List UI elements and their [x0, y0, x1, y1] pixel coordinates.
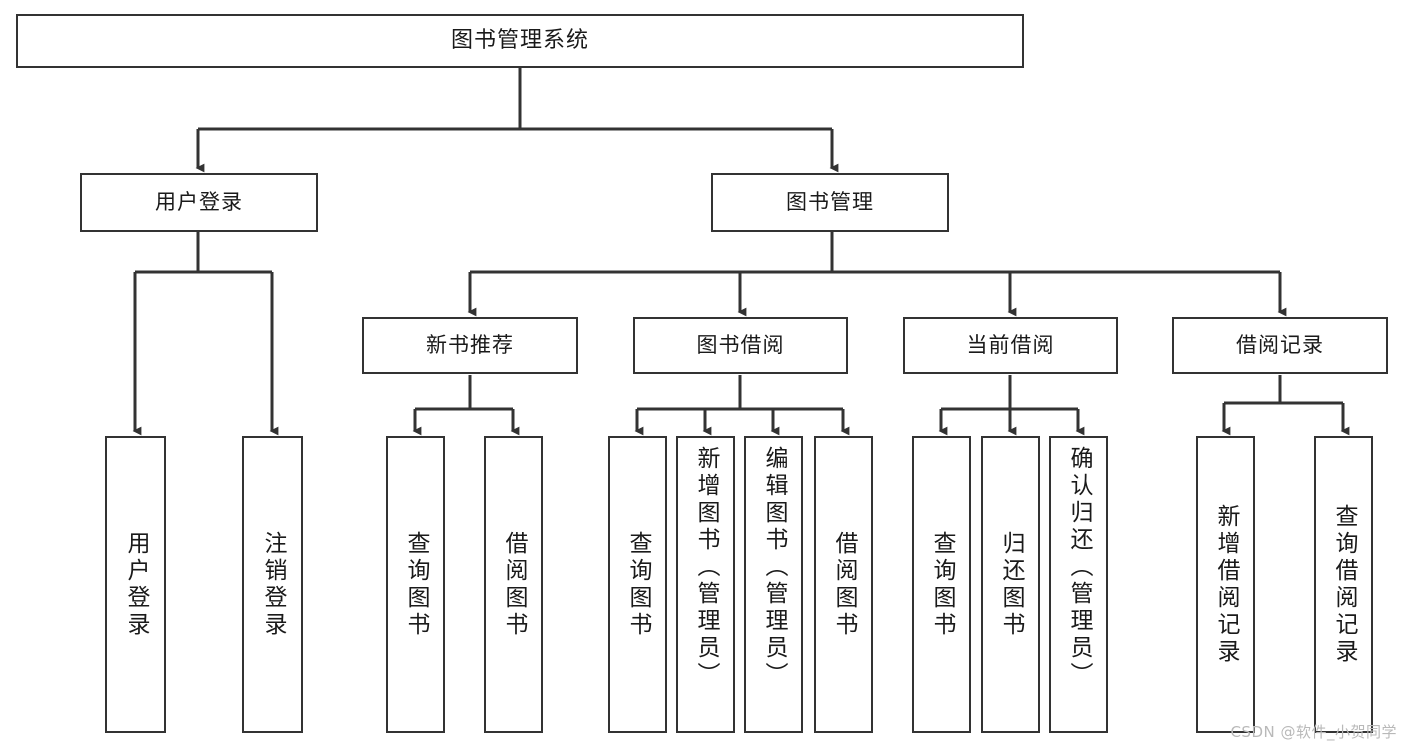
- node-current-borrow[interactable]: 当前借阅: [903, 317, 1118, 374]
- leaf-query-book-2[interactable]: 查询图书: [608, 436, 667, 733]
- leaf-borrow-book-2-label: 借阅图书: [831, 530, 857, 639]
- node-borrow-record[interactable]: 借阅记录: [1172, 317, 1388, 374]
- leaf-borrow-book-1[interactable]: 借阅图书: [484, 436, 543, 733]
- node-book-borrow-label: 图书借阅: [696, 333, 785, 358]
- node-new-book-rec[interactable]: 新书推荐: [362, 317, 578, 374]
- leaf-logout-label: 注销登录: [260, 530, 286, 639]
- watermark-text: CSDN @软件_小贺同学: [1230, 723, 1397, 741]
- leaf-query-book-3-label: 查询图书: [929, 530, 955, 639]
- leaf-edit-book[interactable]: 编辑图书（管理员）: [744, 436, 803, 733]
- leaf-confirm-return-label: 确认归还（管理员）: [1066, 446, 1092, 689]
- leaf-query-book-3[interactable]: 查询图书: [912, 436, 971, 733]
- leaf-add-book-label: 新增图书（管理员）: [693, 446, 719, 689]
- leaf-query-record[interactable]: 查询借阅记录: [1314, 436, 1373, 733]
- leaf-return-book[interactable]: 归还图书: [981, 436, 1040, 733]
- node-new-book-rec-label: 新书推荐: [426, 333, 514, 358]
- leaf-logout[interactable]: 注销登录: [242, 436, 303, 733]
- node-book-manage[interactable]: 图书管理: [711, 173, 949, 232]
- leaf-query-record-label: 查询借阅记录: [1331, 503, 1357, 666]
- leaf-add-record[interactable]: 新增借阅记录: [1196, 436, 1255, 733]
- leaf-query-book-1[interactable]: 查询图书: [386, 436, 445, 733]
- node-borrow-record-label: 借阅记录: [1236, 333, 1324, 358]
- leaf-return-book-label: 归还图书: [998, 530, 1024, 639]
- leaf-add-book[interactable]: 新增图书（管理员）: [676, 436, 735, 733]
- leaf-user-login-label: 用户登录: [123, 530, 149, 639]
- leaf-add-record-label: 新增借阅记录: [1213, 503, 1239, 666]
- leaf-query-book-1-label: 查询图书: [403, 530, 429, 639]
- node-user-login-label: 用户登录: [155, 190, 243, 215]
- leaf-borrow-book-2[interactable]: 借阅图书: [814, 436, 873, 733]
- node-book-borrow[interactable]: 图书借阅: [633, 317, 848, 374]
- node-book-manage-label: 图书管理: [786, 190, 874, 215]
- leaf-user-login[interactable]: 用户登录: [105, 436, 166, 733]
- node-current-borrow-label: 当前借阅: [966, 333, 1055, 358]
- node-root-label: 图书管理系统: [450, 28, 589, 54]
- node-user-login[interactable]: 用户登录: [80, 173, 318, 232]
- leaf-edit-book-label: 编辑图书（管理员）: [761, 446, 787, 689]
- node-root[interactable]: 图书管理系统: [16, 14, 1024, 68]
- leaf-confirm-return[interactable]: 确认归还（管理员）: [1049, 436, 1108, 733]
- leaf-query-book-2-label: 查询图书: [625, 530, 651, 639]
- leaf-borrow-book-1-label: 借阅图书: [501, 530, 527, 639]
